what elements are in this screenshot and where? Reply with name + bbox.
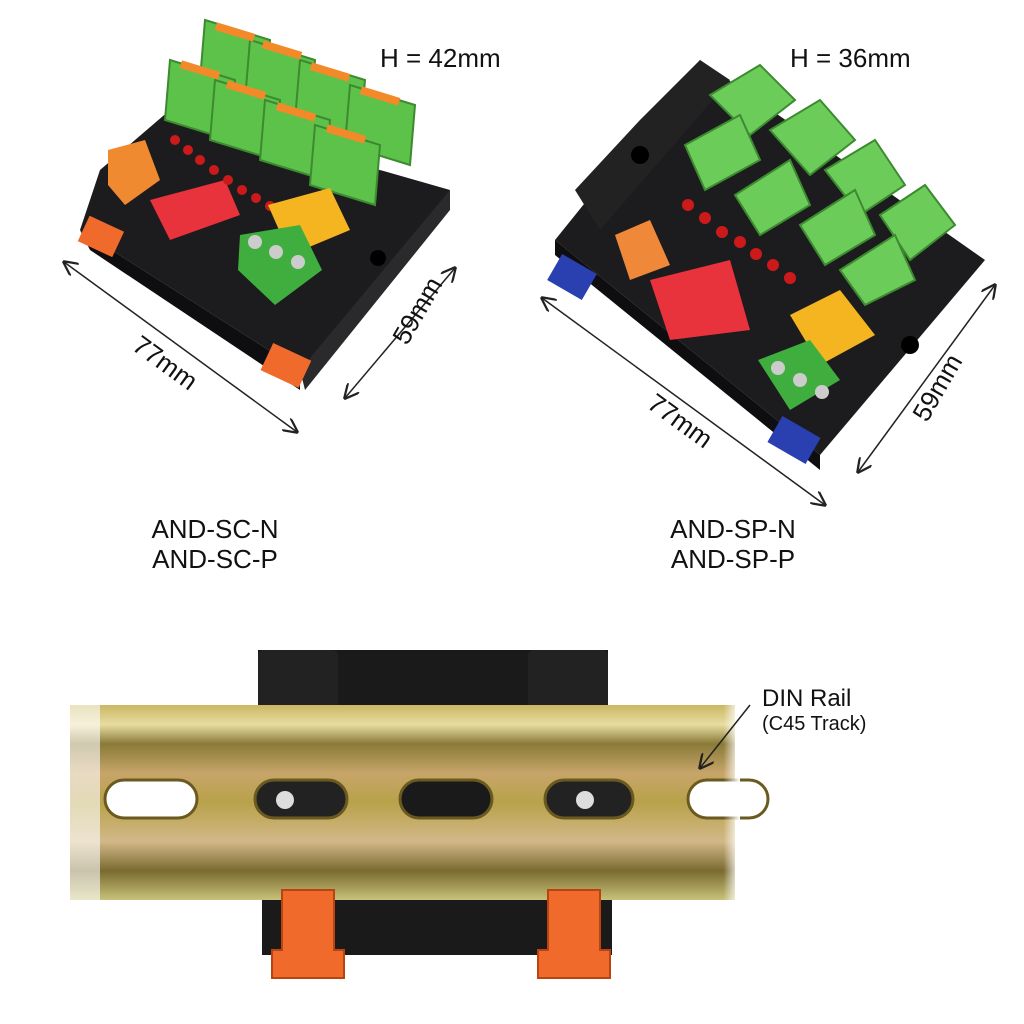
right-width-label: 59mm (906, 349, 968, 427)
din-rail-photo (70, 650, 770, 979)
left-height-label: H = 42mm (380, 43, 501, 73)
right-model-2: AND-SP-P (671, 544, 795, 574)
power-terminal (615, 220, 670, 280)
pluggable-terminal-blocks (683, 63, 957, 307)
right-width-arrow (858, 285, 995, 472)
din-clip-left (547, 254, 597, 300)
right-model-1: AND-SP-N (670, 514, 796, 544)
led-indicators (682, 199, 796, 284)
din-rail-pointer-arrow (700, 704, 751, 768)
left-model-2: AND-SC-P (152, 544, 278, 574)
din-clip-left (77, 215, 125, 258)
left-length-label: 77mm (127, 329, 203, 396)
right-height-label: H = 36mm (790, 43, 911, 73)
din-rail-subtitle: (C45 Track) (762, 713, 866, 735)
left-width-arrow (345, 268, 455, 398)
dip-switch (150, 180, 240, 240)
orange-release-clips (271, 889, 611, 979)
din-rail-title: DIN Rail (762, 685, 851, 712)
left-model-1: AND-SC-N (151, 514, 278, 544)
right-length-arrow (542, 298, 825, 505)
right-length-label: 77mm (642, 387, 718, 454)
left-length-arrow (64, 262, 297, 432)
left-width-label: 59mm (386, 272, 448, 350)
power-terminal (108, 140, 160, 205)
